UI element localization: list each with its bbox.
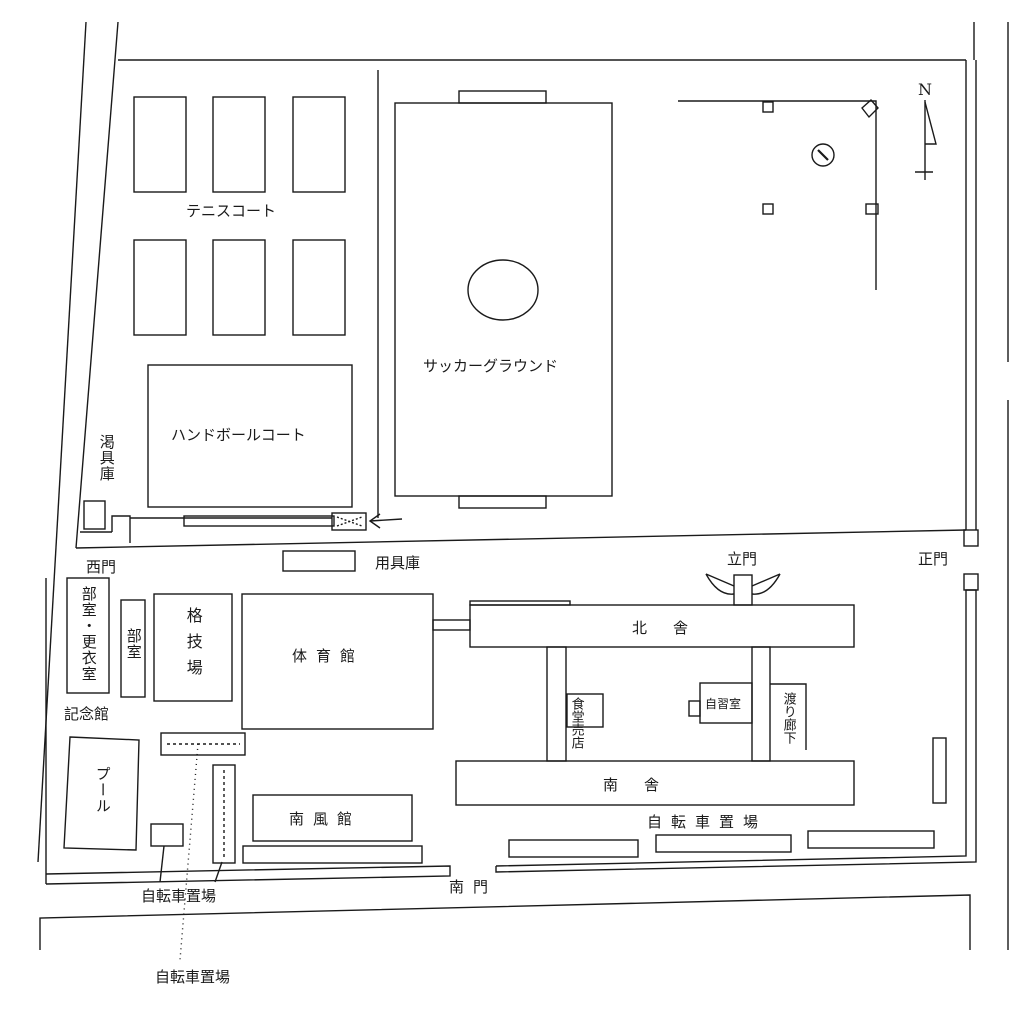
post-marker-4: [861, 99, 879, 119]
cafeteria-label: 食堂売店: [568, 697, 584, 749]
post-marker-2: [762, 203, 774, 215]
bench-strip: [183, 515, 335, 527]
equipment-storage: [282, 550, 356, 572]
self-study-room-label: 自習室: [705, 697, 742, 711]
tennis-court-1: [133, 96, 187, 193]
tennis-court-4: [133, 239, 187, 336]
north-arrow-icon: [915, 100, 937, 180]
front-gate-label: 正門: [918, 550, 949, 568]
track-corner-line: [678, 100, 877, 290]
front-gate-post-south: [963, 573, 979, 591]
south-building: [455, 760, 855, 806]
field-south-fence: [75, 529, 967, 549]
west-gate-label: 西門: [86, 558, 117, 576]
west-road-edge: [37, 21, 87, 863]
handball-court-label: ハンドボールコート: [171, 426, 306, 444]
martial-arts-hall-label: 格技場: [183, 607, 203, 685]
corridor-east: [751, 646, 771, 762]
bicycle-rack-west: [160, 732, 246, 756]
small-shed: [150, 823, 184, 847]
club-room-changing-label: 部室・更衣室: [79, 586, 98, 682]
bicycle-rack-nanpukan: [242, 845, 423, 864]
soccer-center-circle: [467, 259, 539, 321]
connecting-corridor-label: 渡り廊下: [780, 692, 796, 744]
west-fence: [75, 21, 119, 549]
soccer-ground: [394, 102, 613, 497]
club-room-label: 部室: [124, 628, 143, 660]
west-gate-post: [111, 515, 131, 543]
gymnasium-label: 体育館: [292, 647, 365, 665]
martial-arts-hall: [153, 593, 233, 702]
east-storage: [932, 737, 947, 804]
connecting-corridor-outline: [770, 683, 807, 750]
bicycle-parking-bottom-label: 自転車置場: [155, 968, 231, 986]
pool-label: プール: [93, 766, 112, 814]
tennis-court-2: [212, 96, 266, 193]
gymnasium: [241, 593, 434, 730]
north-building-label: 北舎: [632, 619, 715, 637]
soccer-goal-north: [458, 90, 547, 104]
tennis-court-3: [292, 96, 346, 193]
soccer-ground-label: サッカーグラウンド: [423, 357, 559, 375]
soccer-goal-south: [458, 495, 547, 509]
front-gate-post-north: [963, 529, 979, 547]
tennis-court-6: [292, 239, 346, 336]
handball-court: [147, 364, 353, 508]
club-room-changing-building: [66, 577, 110, 694]
cafeteria: [566, 693, 604, 728]
south-road: [39, 894, 971, 950]
nanpukan: [252, 794, 413, 842]
south-gate-label: 南門: [449, 878, 498, 896]
post-marker-1: [762, 101, 774, 113]
bicycle-rack-vertical: [212, 764, 236, 864]
north-building: [469, 604, 855, 648]
bicycle-parking-east-label: 自転車置場: [647, 813, 768, 831]
standing-gate: [733, 574, 753, 606]
bicycle-rack-east-1: [508, 839, 639, 858]
bicycle-parking-south-label: 自転車置場: [141, 887, 217, 905]
north-arrow-label: N: [918, 80, 932, 99]
south-fence-west: [45, 865, 451, 885]
bicycle-rack-east-2: [655, 834, 792, 853]
south-building-label: 南舎: [603, 776, 686, 794]
post-marker-3: [865, 203, 879, 215]
memorial-hall-label: 記念館: [64, 705, 110, 723]
equipment-storage-label: 用具庫: [375, 554, 421, 572]
pool: [63, 736, 140, 851]
nanpukan-label: 南風館: [289, 810, 362, 828]
equipment-storage-west-label: 渇具庫: [97, 434, 116, 482]
tennis-court-label: テニスコート: [186, 202, 277, 220]
gym-corridor: [432, 619, 471, 631]
field-gate-mark: [331, 512, 367, 531]
equipment-shed-west: [83, 500, 106, 530]
bicycle-rack-east-3: [807, 830, 935, 849]
club-room-building: [120, 599, 146, 698]
tennis-court-5: [212, 239, 266, 336]
corridor-west: [546, 646, 567, 762]
standing-gate-label: 立門: [727, 550, 758, 568]
clock-icon: [811, 143, 835, 167]
